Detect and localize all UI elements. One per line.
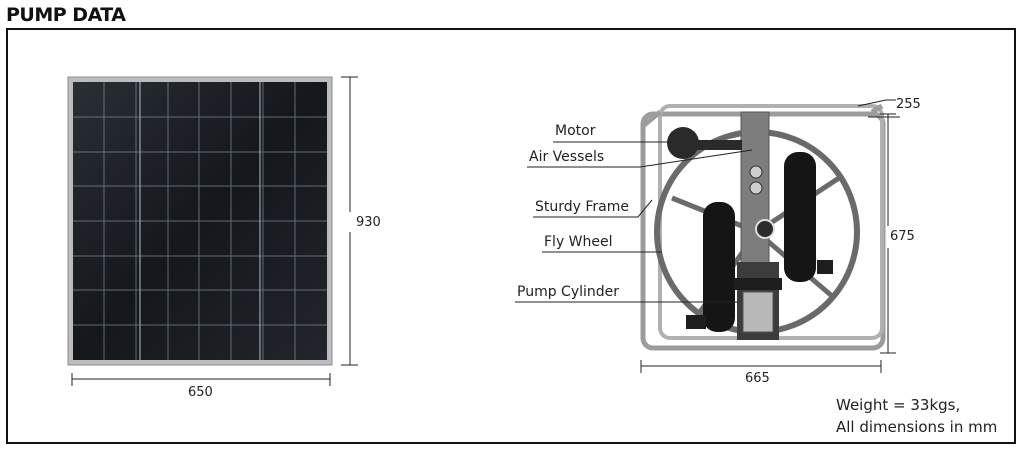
pump-data-panel (6, 28, 1016, 444)
page-title: PUMP DATA (6, 4, 126, 26)
label-fly-wheel: Fly Wheel (544, 234, 613, 250)
air-vessel-right (784, 152, 816, 282)
label-sturdy-frame: Sturdy Frame (535, 199, 630, 215)
weight-note: Weight = 33kgs, (836, 396, 961, 414)
pump-width-dimension (640, 360, 882, 373)
pump-depth-dimension (857, 99, 900, 118)
pump-depth-label: 255 (896, 97, 921, 112)
solar-panel-image (67, 76, 333, 366)
motor-body (667, 127, 742, 159)
label-motor: Motor (555, 123, 596, 139)
label-leaders (515, 141, 753, 303)
panel-width-label: 650 (188, 385, 213, 400)
air-vessel-left (703, 202, 735, 332)
dimension-note: Weight = 33kgs, All dimensions in mm (836, 394, 997, 438)
pump-width-label: 665 (745, 371, 770, 386)
panel-width-dimension (71, 373, 331, 386)
units-note: All dimensions in mm (836, 418, 998, 436)
pump-height-dimension (880, 113, 896, 354)
label-air-vessels: Air Vessels (529, 149, 605, 165)
panel-height-label: 930 (356, 215, 381, 230)
label-pump-cylinder: Pump Cylinder (517, 284, 620, 300)
panel-height-dimension (341, 76, 358, 366)
pump-height-label: 675 (890, 229, 915, 244)
